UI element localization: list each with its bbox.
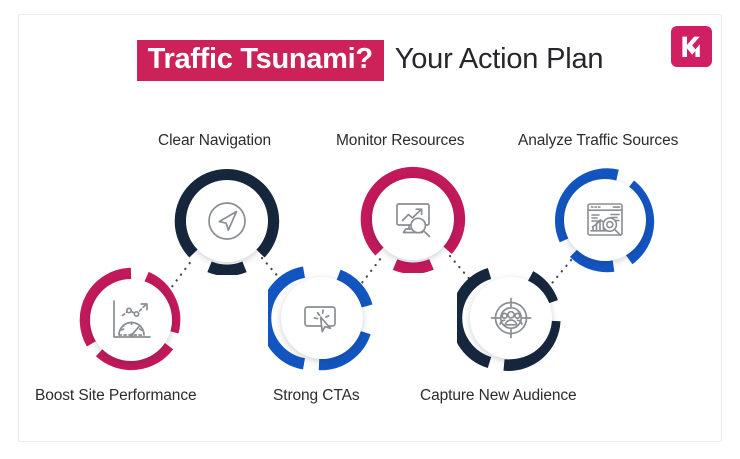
node-disc — [186, 180, 268, 262]
ring-crimson — [79, 267, 181, 371]
connector-4 — [448, 254, 479, 290]
label-monitor-resources: Monitor Resources — [336, 132, 465, 149]
node-strong-ctas[interactable] — [268, 264, 376, 372]
label-clear-navigation: Clear Navigation — [158, 132, 271, 149]
connector-3 — [356, 256, 383, 290]
label-analyze-traffic-sources: Analyze Traffic Sources — [518, 132, 679, 149]
label-boost-site-performance: Boost Site Performance — [35, 387, 197, 404]
km-monogram-logo[interactable] — [671, 26, 712, 67]
node-analyze-traffic-sources[interactable] — [551, 166, 659, 274]
ring-navy — [174, 169, 280, 275]
monitor-chart-magnifier-icon — [372, 178, 454, 260]
ring-blue — [268, 266, 373, 371]
connector-2 — [260, 256, 290, 290]
label-strong-ctas: Strong CTAs — [273, 387, 360, 404]
km-monogram-icon — [681, 36, 700, 57]
node-disc — [90, 279, 172, 361]
connector-5 — [546, 257, 574, 290]
node-capture-new-audience[interactable] — [457, 264, 565, 372]
node-clear-navigation[interactable] — [173, 167, 281, 275]
target-audience-icon — [470, 277, 552, 359]
ring-blue — [555, 168, 655, 273]
ring-crimson — [360, 166, 466, 273]
connector-1 — [166, 258, 194, 294]
node-boost-site-performance[interactable] — [77, 266, 185, 374]
node-monitor-resources[interactable] — [359, 165, 467, 273]
dashboard-bar-chart-magnifier-icon — [564, 179, 646, 261]
node-disc — [372, 178, 454, 260]
cursor-click-button-icon — [281, 277, 363, 359]
speedometer-gauge-icon — [90, 279, 172, 361]
navigation-arrow-icon — [186, 180, 268, 262]
ring-navy — [457, 267, 561, 371]
label-capture-new-audience: Capture New Audience — [420, 387, 577, 404]
